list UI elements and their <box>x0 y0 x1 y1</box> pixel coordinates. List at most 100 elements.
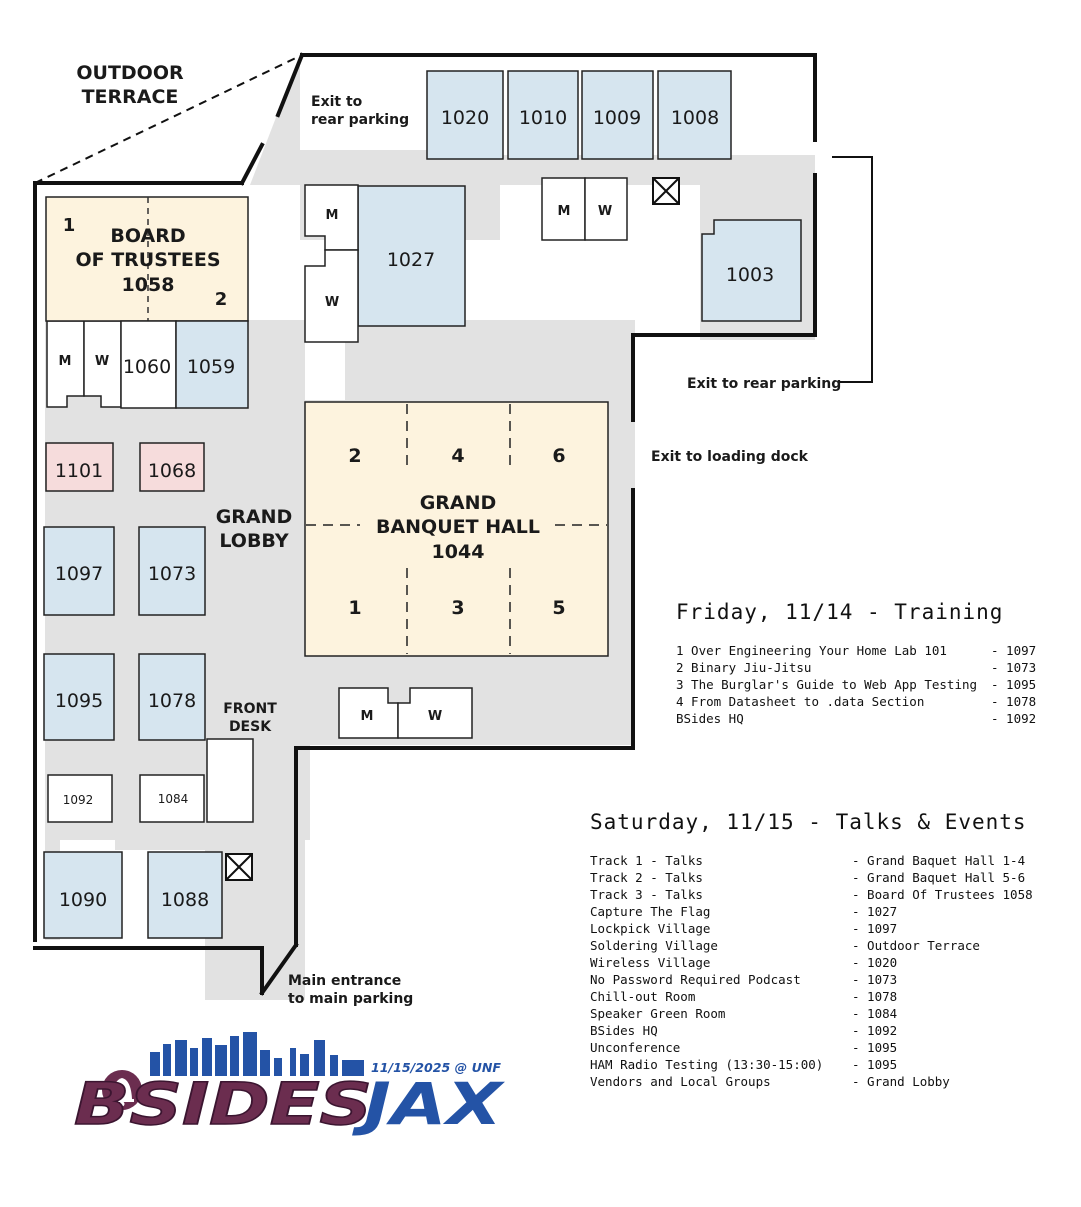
friday-schedule-title: Friday, 11/14 - Training <box>676 600 1004 624</box>
exit-rear-parking-right-label: Exit to rear parking <box>687 376 841 392</box>
rear-exit-bracket <box>832 156 873 383</box>
room-1059-label: 1059 <box>187 356 235 378</box>
exit-rear-parking-top-label-line2: rear parking <box>311 112 409 128</box>
session-name: 2 Binary Jiu-Jitsu <box>676 660 812 675</box>
event-name: Track 1 - Talks <box>590 853 703 868</box>
hall-section-6: 6 <box>552 445 565 467</box>
event-location: - 1073 <box>852 972 898 987</box>
room-1060 <box>120 320 177 409</box>
main-entrance-label: Main entrance <box>288 973 401 989</box>
event-location: - Outdoor Terrace <box>852 938 980 953</box>
schedule-row: Lockpick Village- 1097 <box>590 920 1033 937</box>
schedule-row: Wireless Village- 1020 <box>590 954 1033 971</box>
front-desk-label: FRONT <box>223 701 277 717</box>
room-1008-label: 1008 <box>671 107 719 129</box>
board-of-trustees-room <box>45 196 249 322</box>
board-of-trustees-number: 1058 <box>122 274 175 296</box>
hall-section-3: 3 <box>451 597 464 619</box>
logo-accent-text: JAX <box>352 1070 506 1138</box>
room-1008 <box>657 70 732 160</box>
room-1090 <box>43 851 123 939</box>
grand-lobby-label: GRAND <box>216 506 293 528</box>
schedule-row: No Password Required Podcast - 1073 <box>590 971 1033 988</box>
event-location: - Grand Baquet Hall 5-6 <box>852 870 1026 885</box>
exit-loading-dock-label: Exit to loading dock <box>651 449 809 465</box>
event-location: - Grand Baquet Hall 1-4 <box>852 853 1026 868</box>
schedule-row: 1 Over Engineering Your Home Lab 101 - 10… <box>676 642 1036 659</box>
room-1078 <box>138 653 206 741</box>
banquet-hall-number: 1044 <box>432 541 485 563</box>
event-name: Speaker Green Room <box>590 1006 726 1021</box>
schedule-row: Soldering Village- Outdoor Terrace <box>590 937 1033 954</box>
event-name: Vendors and Local Groups <box>590 1074 771 1089</box>
schedule-row: Vendors and Local Groups- Grand Lobby <box>590 1073 1033 1090</box>
event-name: Wireless Village <box>590 955 711 970</box>
board-part-1: 1 <box>63 215 76 236</box>
event-location: - 1095 <box>852 1057 898 1072</box>
logo-main-text: BSIDES <box>74 1070 372 1138</box>
room-1095 <box>43 653 115 741</box>
session-name: 1 Over Engineering Your Home Lab 101 <box>676 643 947 658</box>
bell-icon <box>102 1070 142 1110</box>
building-walls <box>33 52 817 996</box>
room-1097 <box>43 526 115 616</box>
event-name: Track 3 - Talks <box>590 887 703 902</box>
elevator-icon <box>652 177 680 205</box>
room-1073-label: 1073 <box>148 563 196 585</box>
outdoor-terrace-outline <box>34 54 303 184</box>
logo-date-text: 11/15/2025 @ UNF <box>371 1061 502 1075</box>
session-room: - 1092 <box>991 711 1037 726</box>
room-1088 <box>147 851 223 939</box>
board-of-trustees-label-line2: OF TRUSTEES <box>75 249 220 271</box>
session-room: - 1078 <box>991 694 1037 709</box>
session-room: - 1097 <box>991 643 1037 658</box>
room-1068 <box>139 442 205 492</box>
room-1092 <box>47 774 113 823</box>
event-name: Track 2 - Talks <box>590 870 703 885</box>
restrooms <box>46 177 628 739</box>
event-name: No Password Required Podcast <box>590 972 801 987</box>
front-desk-label-line2: DESK <box>229 719 272 735</box>
restroom-women-label: W <box>325 295 339 310</box>
room-1088-label: 1088 <box>161 889 209 911</box>
outdoor-terrace-label: OUTDOOR <box>76 62 184 84</box>
schedule-row: Track 2 - Talks - Grand Baquet Hall 5-6 <box>590 869 1033 886</box>
schedule-row: BSides HQ- 1092 <box>590 1022 1033 1039</box>
event-location: - 1095 <box>852 1040 898 1055</box>
room-1027 <box>357 185 466 327</box>
session-name: BSides HQ <box>676 711 744 726</box>
session-room: - 1073 <box>991 660 1037 675</box>
event-name: HAM Radio Testing (13:30-15:00) <box>590 1057 824 1072</box>
front-desk <box>206 738 254 823</box>
room-1060-label: 1060 <box>123 356 171 378</box>
room-1010-label: 1010 <box>519 107 567 129</box>
hall-section-5: 5 <box>552 597 565 619</box>
board-of-trustees-label: BOARD <box>110 225 185 247</box>
saturday-schedule-rows: Track 1 - Talks - Grand Baquet Hall 1-4 T… <box>590 852 1033 1090</box>
room-1009 <box>581 70 654 160</box>
restroom-men-label: M <box>361 709 374 724</box>
event-location: - 1084 <box>852 1006 898 1021</box>
room-1003-label: 1003 <box>726 264 774 286</box>
event-location: - 1078 <box>852 989 898 1004</box>
rooms-top-row <box>357 70 802 327</box>
event-location: - 1027 <box>852 904 898 919</box>
friday-schedule-rows: 1 Over Engineering Your Home Lab 101 - 10… <box>676 642 1036 727</box>
saturday-schedule-title: Saturday, 11/15 - Talks & Events <box>590 810 1027 834</box>
board-part-2: 2 <box>215 289 228 310</box>
event-location: - 1092 <box>852 1023 898 1038</box>
restroom-women-label: W <box>95 354 109 369</box>
session-name: 4 From Datasheet to .data Section <box>676 694 925 709</box>
outdoor-terrace-label-line2: TERRACE <box>82 86 179 108</box>
grand-banquet-hall <box>304 401 609 657</box>
room-1097-label: 1097 <box>55 563 103 585</box>
restroom-women-label: W <box>428 709 442 724</box>
event-name: Capture The Flag <box>590 904 711 919</box>
schedule-row: Chill-out Room- 1078 <box>590 988 1033 1005</box>
room-1068-label: 1068 <box>148 460 196 482</box>
room-1059 <box>175 320 249 409</box>
restroom-men-label: M <box>59 354 72 369</box>
room-1027-label: 1027 <box>387 249 435 271</box>
